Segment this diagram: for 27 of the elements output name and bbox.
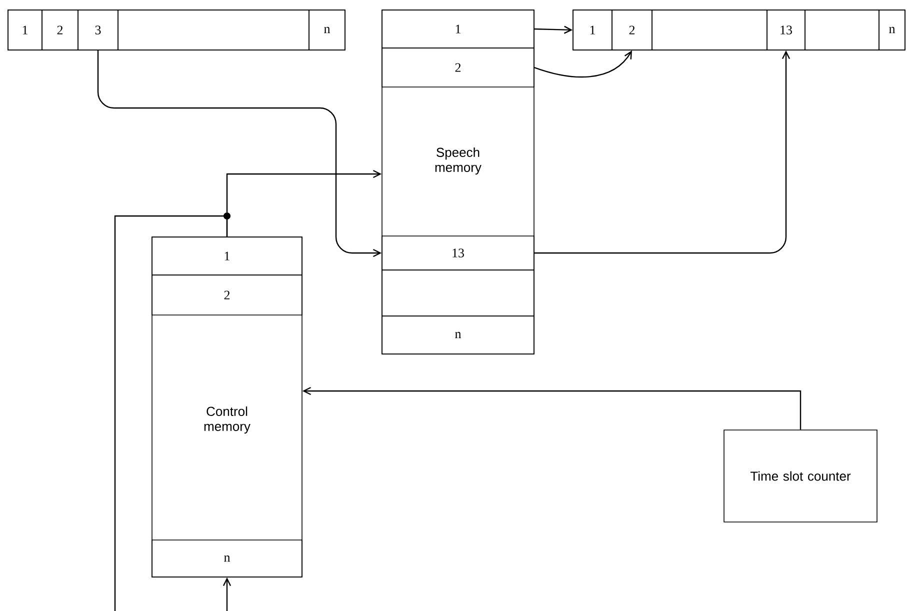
arrow: [302, 386, 802, 430]
time-slot-cell: 2: [612, 10, 652, 50]
memory-row: n: [382, 316, 534, 354]
memory-row: n: [152, 540, 302, 578]
memory-row: 1: [152, 236, 302, 276]
memory-row: 1: [382, 10, 534, 48]
arrow: [534, 50, 790, 254]
arrow: [222, 577, 232, 611]
time-slot-cell: [118, 10, 310, 50]
time-slot-cell: 3: [78, 10, 118, 50]
arrow: [534, 50, 632, 78]
time-slot-cell: 13: [766, 10, 806, 50]
connector-line: [114, 215, 228, 611]
arrow: [534, 26, 573, 34]
time-slot-cell: n: [308, 10, 346, 50]
arrow: [97, 50, 382, 258]
time-slot-cell: [652, 10, 768, 50]
memory-row: 2: [152, 274, 302, 316]
memory-row: [382, 270, 534, 316]
time-slot-cell: 1: [572, 10, 612, 50]
counter-box: Time slot counter: [724, 430, 878, 522]
time-slot-cell: n: [878, 10, 906, 50]
time-slot-cell: 1: [8, 10, 42, 50]
time-slot-cell: 2: [42, 10, 78, 50]
memory-row: 2: [382, 48, 534, 88]
memory-row: 13: [382, 236, 534, 270]
time-slot-cell: [804, 10, 880, 50]
